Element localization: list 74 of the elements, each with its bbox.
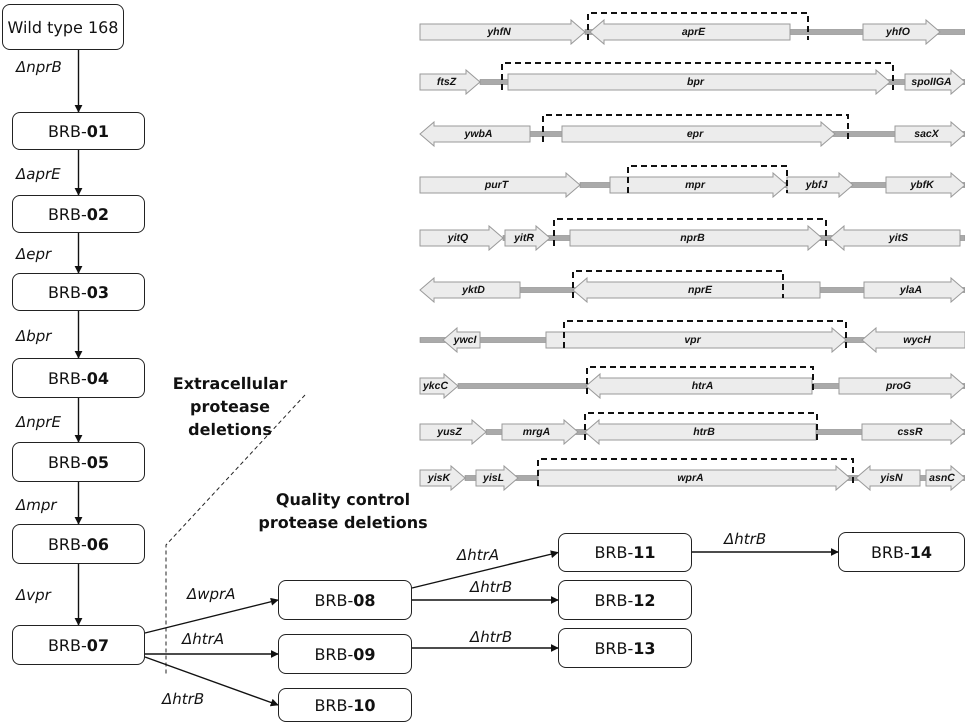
gene-name: nprE bbox=[688, 283, 712, 297]
gene-name: yhfO bbox=[886, 25, 910, 39]
edge-label: ΔaprE bbox=[14, 165, 63, 183]
strain-box: BRB-01 bbox=[12, 112, 145, 150]
gene-name: yisL bbox=[483, 471, 504, 485]
arrow bbox=[74, 564, 82, 626]
strain-box: BRB-12 bbox=[558, 580, 692, 620]
gene-name: cssR bbox=[897, 425, 923, 439]
strain-box: BRB-03 bbox=[12, 273, 145, 311]
gene-name: htrA bbox=[692, 379, 714, 393]
gene-name: ykcC bbox=[422, 379, 448, 393]
gene-name: spoIIGA bbox=[911, 75, 952, 89]
strain-box: BRB-06 bbox=[12, 524, 145, 564]
edge-label: ΔwprA bbox=[185, 585, 238, 603]
gene-name: ylaA bbox=[900, 283, 922, 297]
strain-box: BRB-02 bbox=[12, 195, 145, 233]
strain-box: BRB-09 bbox=[278, 634, 412, 674]
strain-box: BRB-14 bbox=[838, 532, 965, 572]
section-heading: Quality control protease deletions bbox=[258, 489, 428, 534]
arrow bbox=[692, 548, 839, 556]
gene-name: ybfK bbox=[910, 178, 934, 192]
gene-name: epr bbox=[686, 127, 704, 141]
gene-name: asnC bbox=[929, 471, 955, 485]
gene-name: ywbA bbox=[464, 127, 492, 141]
gene-name: mpr bbox=[685, 178, 705, 192]
arrow bbox=[74, 398, 82, 443]
gene-name: yisK bbox=[428, 471, 450, 485]
gene-name: yitS bbox=[888, 231, 908, 245]
gene-name: purT bbox=[484, 178, 508, 192]
gene-name: vpr bbox=[684, 333, 701, 347]
arrow bbox=[412, 596, 559, 604]
gene-name: htrB bbox=[693, 425, 715, 439]
gene-name: bpr bbox=[687, 75, 704, 89]
gene-name: yusZ bbox=[437, 425, 462, 439]
strain-box: BRB-08 bbox=[278, 580, 412, 620]
gene-name: yitR bbox=[514, 231, 534, 245]
section-heading: Extracellular protease deletions bbox=[172, 373, 288, 441]
arrow bbox=[145, 650, 279, 658]
strain-box: BRB-13 bbox=[558, 628, 692, 668]
edge-label: Δepr bbox=[14, 245, 54, 263]
gene-name: yitQ bbox=[448, 231, 468, 245]
arrow bbox=[412, 550, 559, 589]
arrow bbox=[74, 50, 82, 113]
gene-name: mrgA bbox=[522, 425, 550, 439]
arrow bbox=[412, 644, 559, 652]
strain-box: BRB-07 bbox=[12, 625, 145, 665]
gene-name: yisN bbox=[880, 471, 903, 485]
arrow bbox=[74, 233, 82, 274]
strain-box: BRB-11 bbox=[558, 533, 692, 572]
edge-label: Δmpr bbox=[14, 496, 59, 514]
gene-name: nprB bbox=[680, 231, 705, 245]
strain-box: BRB-10 bbox=[278, 688, 412, 722]
edge-label: Δvpr bbox=[14, 586, 53, 604]
gene-name: ftsZ bbox=[436, 75, 456, 89]
gene-name: proG bbox=[886, 379, 912, 393]
gene-name: yhfN bbox=[487, 25, 511, 39]
gene-name: wycH bbox=[903, 333, 931, 347]
gene-name: wprA bbox=[677, 471, 704, 485]
gene-name: yktD bbox=[462, 283, 485, 297]
strain-box: Wild type 168 bbox=[2, 4, 124, 50]
arrow bbox=[144, 656, 279, 706]
arrow bbox=[144, 598, 279, 634]
edge-label: ΔnprB bbox=[14, 58, 64, 76]
gene-name: aprE bbox=[682, 25, 706, 39]
gene-name: sacX bbox=[914, 127, 939, 141]
arrow bbox=[74, 311, 82, 359]
arrow bbox=[74, 150, 82, 196]
edge-label: Δbpr bbox=[14, 327, 54, 345]
strain-box: BRB-04 bbox=[12, 358, 145, 398]
arrow bbox=[74, 482, 82, 525]
strain-box: BRB-05 bbox=[12, 442, 145, 482]
gene-name: ywcI bbox=[454, 333, 476, 347]
gene-name: ybfJ bbox=[806, 178, 828, 192]
edge-label: ΔnprE bbox=[14, 413, 63, 431]
